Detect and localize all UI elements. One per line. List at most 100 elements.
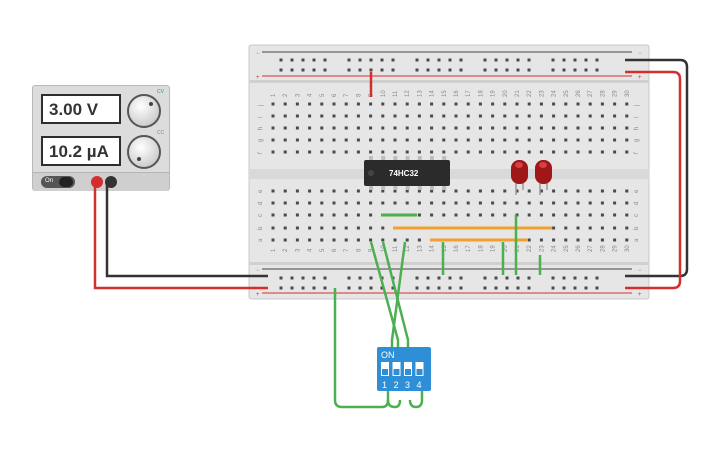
breadboard-hole[interactable] — [564, 189, 568, 193]
breadboard-hole[interactable] — [308, 150, 312, 154]
wire-ps-negative[interactable] — [105, 180, 268, 278]
breadboard-hole[interactable] — [356, 150, 360, 154]
breadboard-hole[interactable] — [588, 102, 592, 106]
breadboard-hole[interactable] — [552, 126, 556, 130]
breadboard[interactable] — [248, 44, 650, 300]
breadboard-hole[interactable] — [539, 213, 543, 217]
breadboard-hole[interactable] — [442, 138, 446, 142]
breadboard-hole[interactable] — [320, 213, 324, 217]
breadboard-hole[interactable] — [491, 213, 495, 217]
breadboard-hole[interactable] — [381, 114, 385, 118]
breadboard-hole[interactable] — [405, 238, 409, 242]
breadboard-hole[interactable] — [466, 213, 470, 217]
wire-dip-1[interactable] — [333, 288, 390, 409]
breadboard-hole[interactable] — [437, 58, 441, 62]
breadboard-hole[interactable] — [491, 114, 495, 118]
breadboard-hole[interactable] — [442, 189, 446, 193]
breadboard-hole[interactable] — [576, 114, 580, 118]
breadboard-hole[interactable] — [576, 201, 580, 205]
breadboard-hole[interactable] — [573, 286, 577, 290]
breadboard-hole[interactable] — [442, 238, 446, 242]
breadboard-hole[interactable] — [600, 238, 604, 242]
breadboard-hole[interactable] — [320, 226, 324, 230]
breadboard-hole[interactable] — [308, 114, 312, 118]
breadboard-hole[interactable] — [426, 58, 430, 62]
breadboard-hole[interactable] — [442, 102, 446, 106]
breadboard-hole[interactable] — [448, 68, 452, 72]
breadboard-hole[interactable] — [454, 213, 458, 217]
breadboard-hole[interactable] — [358, 58, 362, 62]
breadboard-hole[interactable] — [312, 68, 316, 72]
breadboard-hole[interactable] — [539, 238, 543, 242]
breadboard-hole[interactable] — [494, 276, 498, 280]
breadboard-hole[interactable] — [290, 286, 294, 290]
breadboard-hole[interactable] — [483, 276, 487, 280]
breadboard-hole[interactable] — [552, 201, 556, 205]
breadboard-hole[interactable] — [503, 226, 507, 230]
breadboard-hole[interactable] — [564, 102, 568, 106]
breadboard-hole[interactable] — [283, 138, 287, 142]
breadboard-hole[interactable] — [491, 138, 495, 142]
breadboard-hole[interactable] — [588, 238, 592, 242]
breadboard-hole[interactable] — [430, 102, 434, 106]
breadboard-hole[interactable] — [562, 58, 566, 62]
breadboard-hole[interactable] — [516, 58, 520, 62]
breadboard-hole[interactable] — [381, 102, 385, 106]
breadboard-hole[interactable] — [613, 114, 617, 118]
breadboard-hole[interactable] — [527, 138, 531, 142]
breadboard-hole[interactable] — [595, 286, 599, 290]
breadboard-hole[interactable] — [625, 201, 629, 205]
breadboard-hole[interactable] — [588, 150, 592, 154]
breadboard-hole[interactable] — [564, 126, 568, 130]
breadboard-hole[interactable] — [478, 126, 482, 130]
wire-rail-bridge-positive[interactable] — [625, 70, 682, 290]
breadboard-hole[interactable] — [405, 102, 409, 106]
led-1[interactable] — [511, 160, 528, 195]
breadboard-hole[interactable] — [393, 138, 397, 142]
breadboard-hole[interactable] — [539, 150, 543, 154]
breadboard-hole[interactable] — [494, 68, 498, 72]
breadboard-hole[interactable] — [320, 138, 324, 142]
breadboard-hole[interactable] — [442, 226, 446, 230]
breadboard-hole[interactable] — [290, 68, 294, 72]
breadboard-hole[interactable] — [466, 238, 470, 242]
breadboard-hole[interactable] — [271, 201, 275, 205]
breadboard-hole[interactable] — [283, 126, 287, 130]
breadboard-hole[interactable] — [356, 138, 360, 142]
breadboard-hole[interactable] — [426, 286, 430, 290]
breadboard-hole[interactable] — [391, 276, 395, 280]
breadboard-hole[interactable] — [295, 138, 299, 142]
breadboard-hole[interactable] — [308, 102, 312, 106]
breadboard-hole[interactable] — [576, 226, 580, 230]
breadboard-hole[interactable] — [417, 102, 421, 106]
breadboard-hole[interactable] — [301, 68, 305, 72]
breadboard-hole[interactable] — [515, 126, 519, 130]
breadboard-hole[interactable] — [369, 201, 373, 205]
breadboard-hole[interactable] — [344, 138, 348, 142]
breadboard-hole[interactable] — [430, 213, 434, 217]
breadboard-hole[interactable] — [415, 58, 419, 62]
breadboard-hole[interactable] — [588, 201, 592, 205]
breadboard-hole[interactable] — [503, 213, 507, 217]
breadboard-hole[interactable] — [551, 58, 555, 62]
breadboard-hole[interactable] — [380, 68, 384, 72]
breadboard-hole[interactable] — [347, 58, 351, 62]
breadboard-hole[interactable] — [503, 150, 507, 154]
breadboard-hole[interactable] — [564, 138, 568, 142]
breadboard-hole[interactable] — [271, 138, 275, 142]
breadboard-hole[interactable] — [369, 138, 373, 142]
breadboard-hole[interactable] — [454, 150, 458, 154]
breadboard-hole[interactable] — [564, 213, 568, 217]
breadboard-hole[interactable] — [417, 201, 421, 205]
breadboard-hole[interactable] — [308, 201, 312, 205]
breadboard-hole[interactable] — [301, 276, 305, 280]
breadboard-hole[interactable] — [369, 150, 373, 154]
breadboard-hole[interactable] — [448, 286, 452, 290]
breadboard-hole[interactable] — [573, 276, 577, 280]
breadboard-hole[interactable] — [381, 126, 385, 130]
breadboard-hole[interactable] — [454, 126, 458, 130]
breadboard-hole[interactable] — [295, 226, 299, 230]
breadboard-hole[interactable] — [562, 286, 566, 290]
breadboard-hole[interactable] — [320, 150, 324, 154]
breadboard-hole[interactable] — [527, 102, 531, 106]
